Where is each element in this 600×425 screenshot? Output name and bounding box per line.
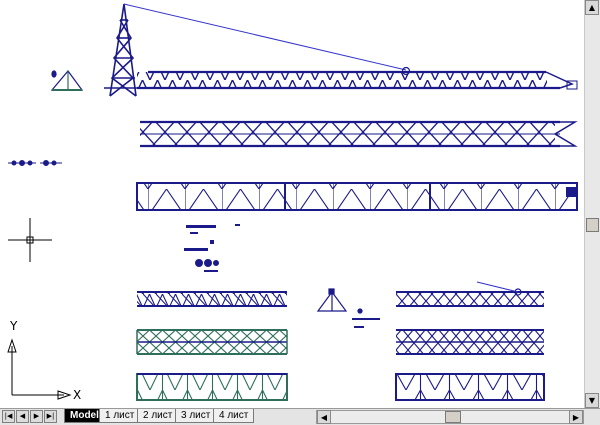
layout-tab-bar: |◀ ◀ ▶ ▶| Model 1 лист 2 лист 3 лист 4 л…	[0, 408, 600, 425]
scroll-left-button[interactable]: ◀	[317, 410, 331, 424]
truss-right-3	[395, 373, 545, 401]
scroll-down-button[interactable]: ▼	[585, 393, 599, 408]
prev-tab-button[interactable]: ◀	[16, 410, 29, 423]
horizontal-scrollbar[interactable]: ◀ ▶	[316, 410, 584, 424]
truss-small-1	[137, 291, 287, 307]
truss-x-section	[140, 120, 578, 148]
detail-triangle-2	[316, 288, 380, 328]
ucs-icon	[7, 338, 72, 400]
tab-sheet-1[interactable]: 1 лист	[99, 409, 141, 423]
ucs-y-label: Y	[9, 319, 18, 333]
horizontal-scroll-thumb[interactable]	[445, 411, 461, 423]
last-tab-button[interactable]: ▶|	[44, 410, 57, 423]
vertical-scrollbar[interactable]: ▲ ▼	[584, 0, 600, 408]
detail-markers	[8, 160, 240, 272]
scroll-up-button[interactable]: ▲	[585, 0, 599, 15]
tab-sheet-3[interactable]: 3 лист	[175, 409, 217, 423]
drawing: Y X	[7, 3, 578, 402]
scroll-right-button[interactable]: ▶	[569, 410, 583, 424]
jib-truss	[137, 66, 578, 90]
tab-sheet-2[interactable]: 2 лист	[137, 409, 179, 423]
truss-warren-section	[136, 182, 578, 211]
truss-right-2	[396, 329, 544, 355]
truss-small-2	[136, 329, 288, 355]
crosshair-cursor	[8, 218, 52, 262]
crane-mast	[104, 3, 407, 97]
tab-sheet-4[interactable]: 4 лист	[213, 409, 255, 423]
detail-triangle	[50, 70, 84, 91]
truss-right-1	[396, 281, 544, 307]
next-tab-button[interactable]: ▶	[30, 410, 43, 423]
ucs-x-label: X	[73, 388, 81, 402]
vertical-scroll-thumb[interactable]	[586, 218, 599, 232]
model-space-canvas[interactable]: Y X	[0, 0, 584, 408]
first-tab-button[interactable]: |◀	[2, 410, 15, 423]
truss-small-3	[136, 373, 288, 401]
